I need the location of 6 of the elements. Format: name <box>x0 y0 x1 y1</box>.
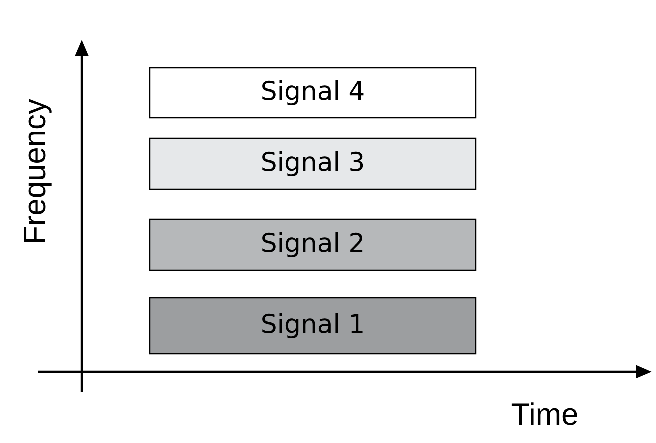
axis-label: Time <box>512 402 578 426</box>
signal-box: Signal 4 <box>149 67 477 119</box>
signal-box: Signal 2 <box>149 218 477 272</box>
signal-box: Signal 3 <box>149 138 477 190</box>
axis-label: Frequency <box>24 99 52 242</box>
signal-box: Signal 1 <box>149 297 477 355</box>
